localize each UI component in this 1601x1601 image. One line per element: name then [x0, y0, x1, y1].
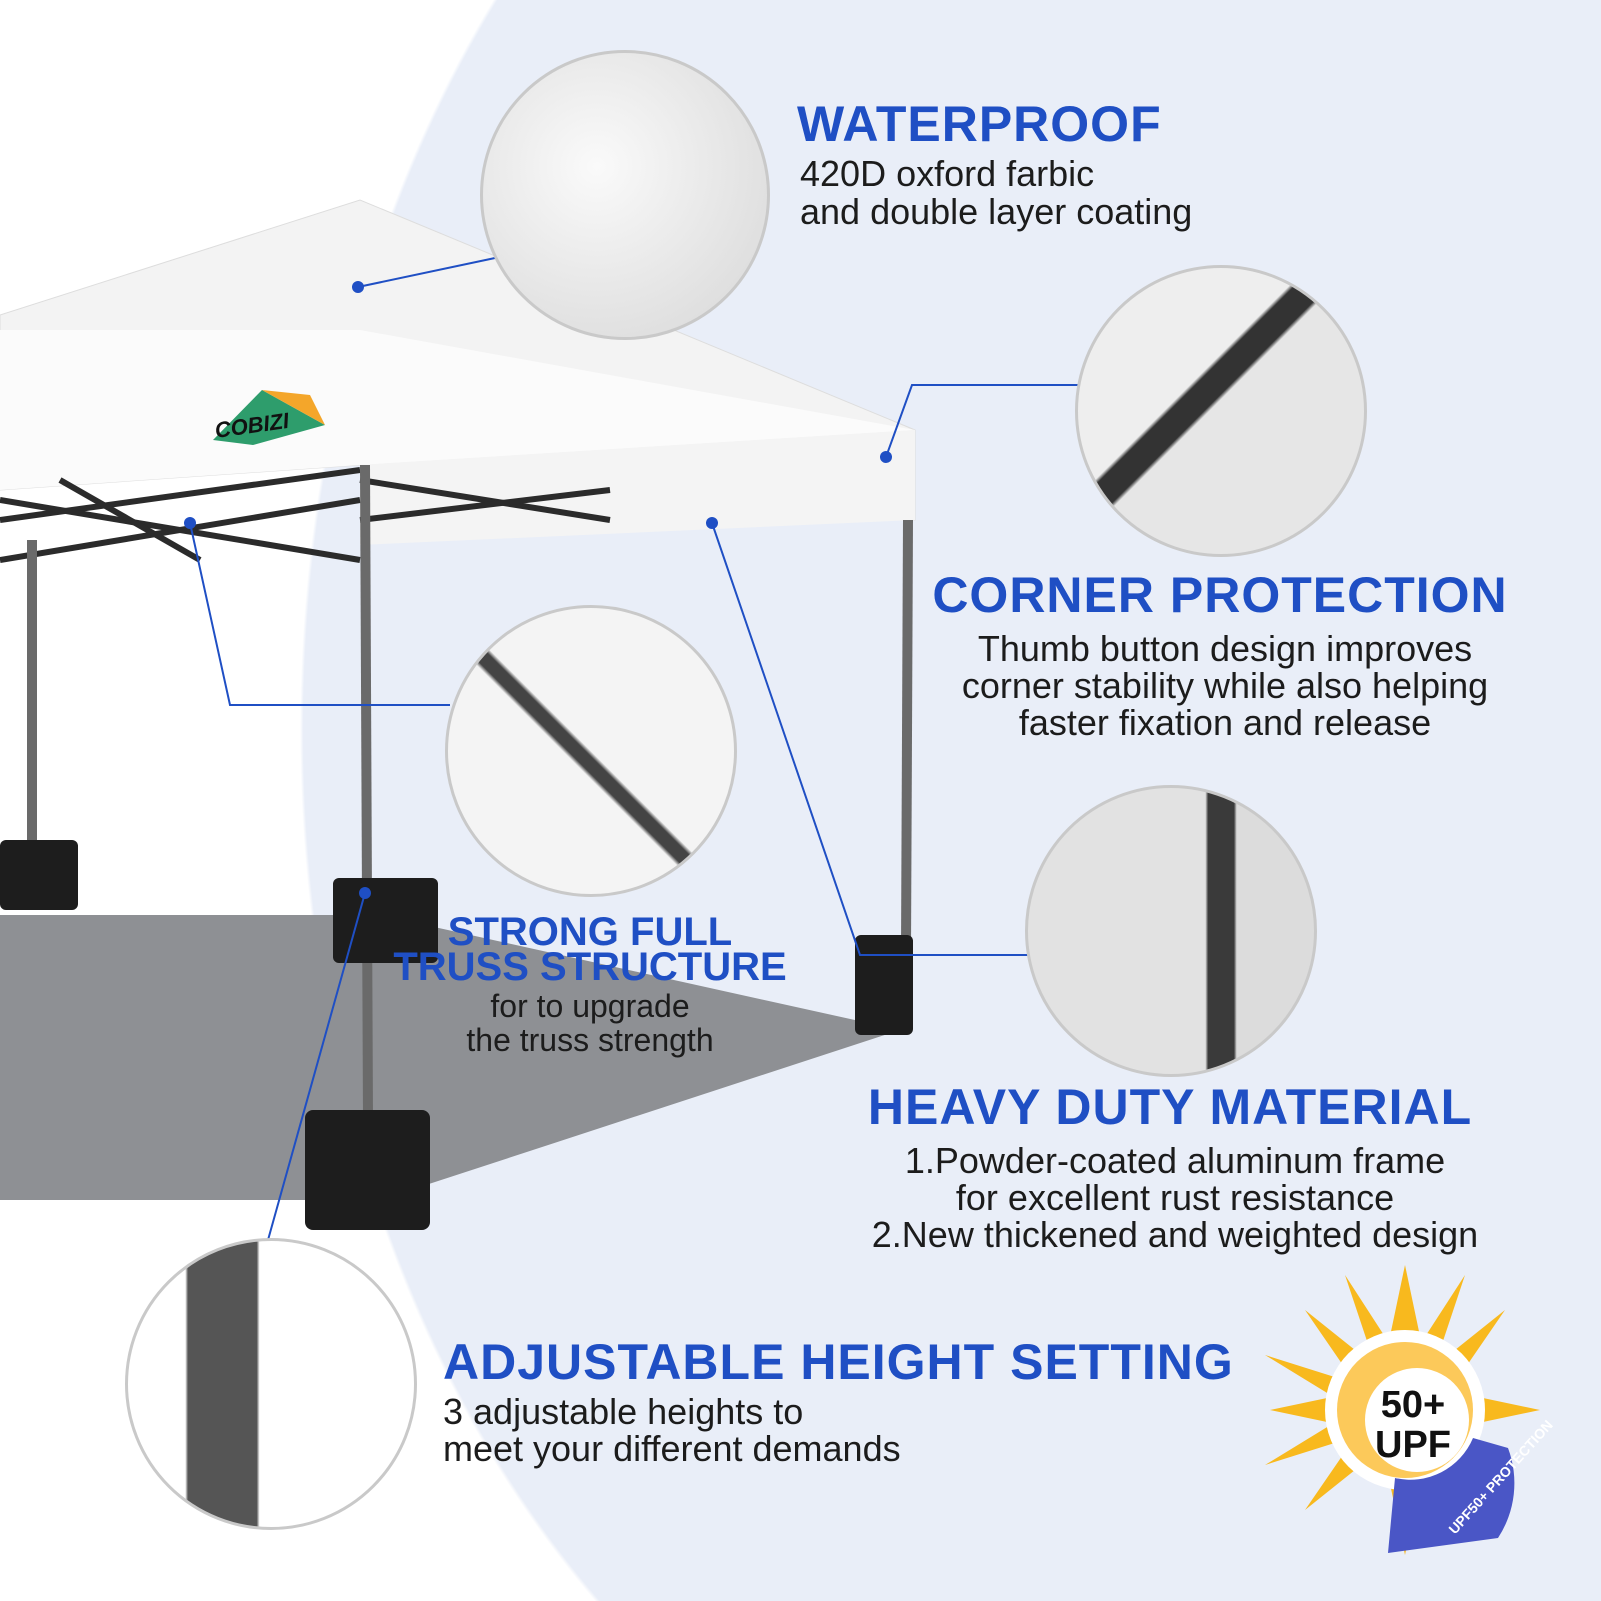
height-button-closeup: [125, 1238, 417, 1530]
adjustable-title: ADJUSTABLE HEIGHT SETTING: [443, 1334, 1234, 1390]
truss-line-2: the truss strength: [466, 1022, 714, 1058]
adjustable-line-2: meet your different demands: [443, 1428, 901, 1469]
truss-line-1: for to upgrade: [490, 988, 690, 1024]
heavy-duty-line-1: 1.Powder-coated aluminum frame: [904, 1140, 1446, 1181]
corner-joint-closeup: [1075, 265, 1367, 557]
waterproof-line-1: 420D oxford farbic: [800, 153, 1095, 194]
heavy-duty-line-2: for excellent rust resistance: [955, 1177, 1395, 1218]
corner-title: CORNER PROTECTION: [932, 567, 1508, 623]
adjustable-line-1: 3 adjustable heights to: [443, 1391, 804, 1432]
tent-legs: [27, 464, 913, 1121]
truss-title-1: STRONG FULL: [447, 910, 733, 954]
waterproof-line-2: and double layer coating: [800, 191, 1193, 232]
upf-value: 50+: [1380, 1384, 1446, 1426]
upf-label: UPF: [1375, 1424, 1451, 1466]
heavy-duty-title: HEAVY DUTY MATERIAL: [867, 1079, 1473, 1135]
waterproof-title: WATERPROOF: [797, 96, 1162, 152]
canopy-valance: [360, 430, 915, 545]
corner-line-1: Thumb button design improves: [977, 628, 1473, 669]
truss-title-2: TRUSS STRUCTURE: [393, 945, 787, 989]
canopy-front: [0, 330, 915, 490]
corner-line-3: faster fixation and release: [1018, 702, 1432, 743]
upf-rating: 50+ UPF: [1375, 1385, 1451, 1465]
truss-closeup: [445, 605, 737, 897]
waterproof-fabric-closeup: [480, 50, 770, 340]
sandbags: [0, 840, 913, 1230]
corner-line-2: corner stability while also helping: [961, 665, 1489, 706]
upf-badge: UPF50+ PROTECTION: [1265, 1265, 1555, 1555]
truss-frame: [0, 467, 611, 563]
heavy-duty-frame-closeup: [1025, 785, 1317, 1077]
connector-lines: [189, 257, 1078, 1241]
ground-shadow: [0, 915, 900, 1200]
connector-dots: [184, 281, 892, 899]
protection-arc: [1388, 1438, 1515, 1553]
heavy-duty-line-3: 2.New thickened and weighted design: [871, 1214, 1479, 1255]
